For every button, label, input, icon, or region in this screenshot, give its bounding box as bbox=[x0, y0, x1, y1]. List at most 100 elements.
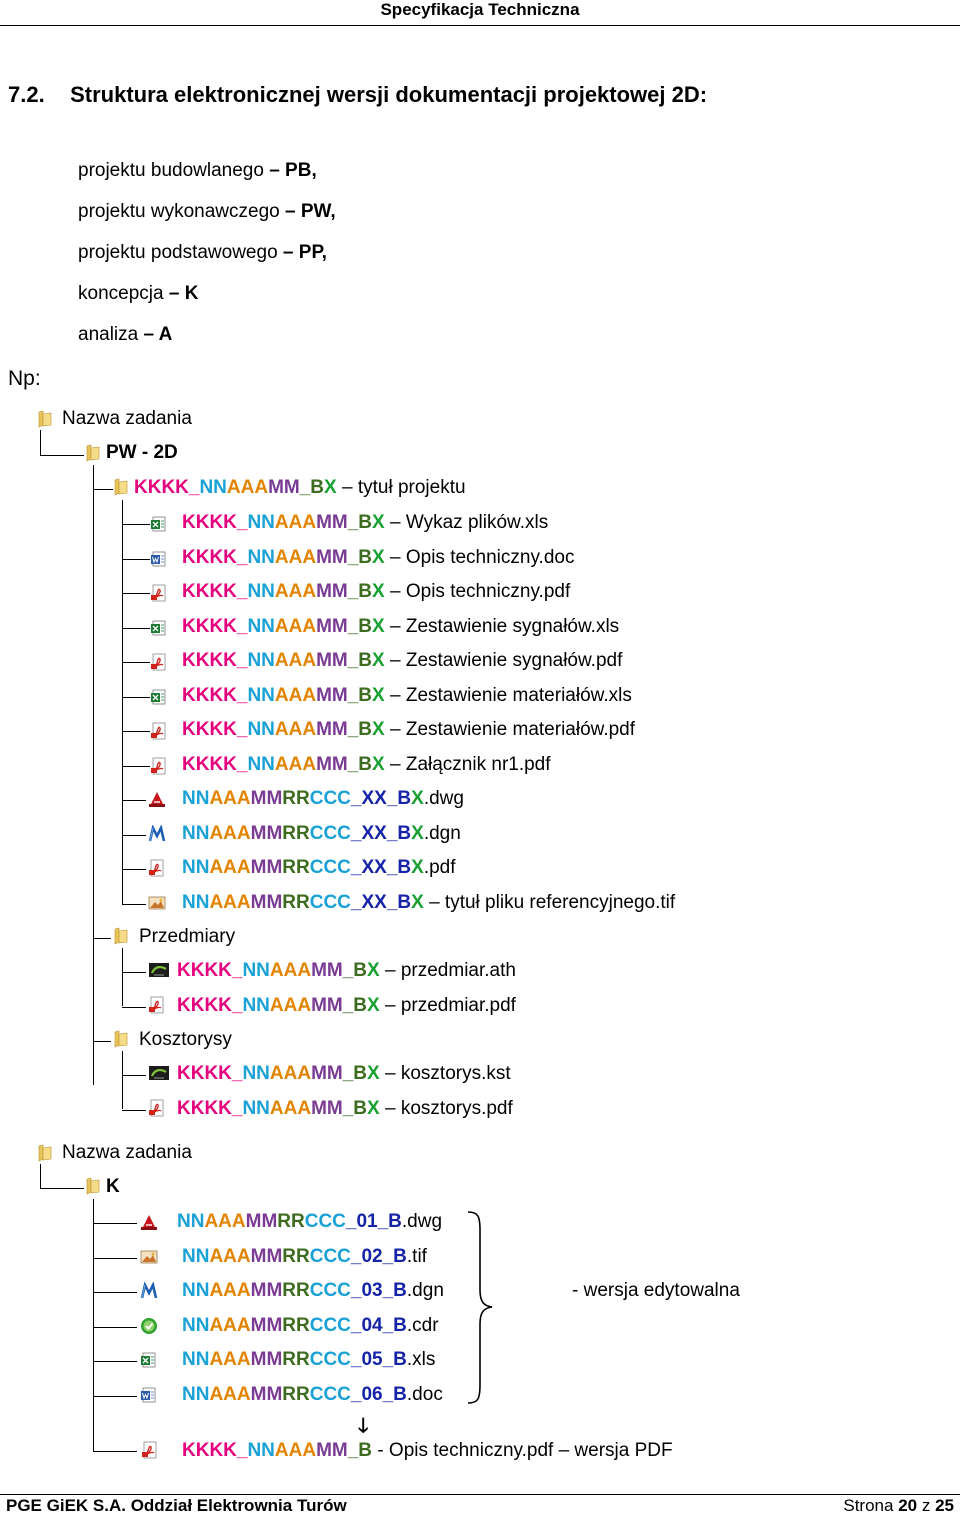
code-segment: _XX bbox=[350, 891, 387, 913]
code-segment: MM bbox=[250, 1245, 283, 1267]
word-icon bbox=[140, 1386, 158, 1404]
code-segment: _B bbox=[347, 546, 373, 568]
editable-file-item: NNAAAMMRRCCC_02_B.tif bbox=[182, 1245, 427, 1267]
project-file-item: KKKK_NNAAAMM_BX – Zestawienie sygnałów.x… bbox=[182, 615, 620, 637]
code-segment: AAA bbox=[209, 822, 251, 844]
code-segment: MM bbox=[316, 650, 348, 671]
code-segment: AAA bbox=[209, 1314, 251, 1336]
code-segment: X bbox=[372, 512, 385, 533]
drawing-file-item: NNAAAMMRRCCC_XX_BX.dwg bbox=[182, 788, 464, 809]
code-segment: AAA bbox=[209, 891, 251, 913]
code-segment: MM bbox=[311, 960, 343, 981]
code-segment: NN bbox=[247, 1440, 275, 1461]
code-segment: _B bbox=[347, 719, 373, 740]
code-segment: NN bbox=[247, 512, 275, 533]
code-segment: MM bbox=[316, 684, 348, 706]
code-segment: X bbox=[411, 788, 424, 809]
header-divider bbox=[0, 25, 960, 26]
code-segment: MM bbox=[250, 1314, 283, 1336]
code-segment: AAA bbox=[269, 1097, 312, 1119]
editable-file-item: NNAAAMMRRCCC_03_B.dgn bbox=[182, 1280, 444, 1301]
code-segment: KKKK_ bbox=[177, 1063, 243, 1084]
code-segment: _B bbox=[382, 1349, 407, 1370]
code-segment: NN bbox=[177, 1211, 205, 1232]
code-segment: CCC bbox=[309, 1280, 351, 1301]
code-segment: RR bbox=[277, 1211, 305, 1232]
code-segment: MM bbox=[311, 1063, 343, 1084]
code-segment: _B bbox=[342, 1097, 368, 1119]
code-segment: X bbox=[372, 719, 385, 740]
code-segment: _XX bbox=[350, 788, 387, 809]
norma-icon bbox=[148, 961, 170, 979]
code-segment: _B bbox=[382, 1314, 407, 1336]
code-segment: KKKK_ bbox=[182, 684, 248, 706]
folder-icon bbox=[112, 478, 130, 496]
przedmiar-file-item: KKKK_NNAAAMM_BX – przedmiar.ath bbox=[177, 960, 516, 981]
editable-file-item: NNAAAMMRRCCC_04_B.cdr bbox=[182, 1314, 439, 1336]
microstation-icon bbox=[140, 1281, 158, 1300]
code-segment: MM bbox=[316, 546, 348, 568]
tree-connector bbox=[93, 465, 94, 1085]
code-segment: _B bbox=[386, 788, 412, 809]
project-file-item: KKKK_NNAAAMM_BX – Załącznik nr1.pdf bbox=[182, 753, 551, 775]
code-segment: AAA bbox=[274, 650, 317, 671]
code-segment: _B bbox=[386, 891, 412, 913]
project-file-item: KKKK_NNAAAMM_BX – Wykaz plików.xls bbox=[182, 512, 549, 533]
code-segment: NN bbox=[247, 546, 275, 568]
code-segment: KKKK_ bbox=[182, 1440, 248, 1461]
tree-connector bbox=[122, 524, 150, 525]
code-segment: NN bbox=[247, 615, 275, 637]
code-segment: MM bbox=[250, 1349, 283, 1370]
document-type-code: – PW, bbox=[285, 201, 336, 222]
code-segment: CCC bbox=[309, 1383, 351, 1405]
section-title: 7.2. Struktura elektronicznej wersji dok… bbox=[8, 80, 707, 110]
code-segment: KKKK_ bbox=[182, 650, 248, 671]
document-type-item: projektu budowlanego – PB, bbox=[78, 159, 317, 183]
project-file-item: KKKK_NNAAAMM_BX – Zestawienie materiałów… bbox=[182, 719, 636, 740]
autocad-icon bbox=[148, 790, 166, 808]
tree-connector bbox=[40, 1188, 84, 1189]
code-segment: NN bbox=[182, 788, 210, 809]
code-segment: NN bbox=[199, 477, 227, 498]
code-segment: NN bbox=[242, 994, 270, 1016]
document-type-label: analiza bbox=[78, 324, 144, 345]
code-segment: CCC bbox=[309, 857, 351, 878]
code-segment: X bbox=[367, 960, 380, 981]
footer-divider bbox=[0, 1494, 960, 1495]
code-segment: AAA bbox=[209, 1349, 251, 1370]
word-icon bbox=[150, 550, 168, 568]
project-file-item: KKKK_NNAAAMM_BX – Zestawienie materiałów… bbox=[182, 684, 632, 706]
tree-connector bbox=[40, 455, 84, 456]
code-segment: CCC bbox=[309, 1245, 351, 1267]
tree-connector bbox=[93, 1041, 111, 1042]
code-segment: _B bbox=[347, 650, 373, 671]
drawing-file-item: NNAAAMMRRCCC_XX_BX.pdf bbox=[182, 857, 456, 878]
code-segment: _B bbox=[347, 753, 373, 775]
code-segment: AAA bbox=[204, 1211, 246, 1232]
code-segment: AAA bbox=[274, 581, 317, 602]
code-segment: AAA bbox=[209, 788, 251, 809]
code-segment: KKKK_ bbox=[182, 753, 248, 775]
code-segment: KKKK_ bbox=[177, 960, 243, 981]
code-segment: _XX bbox=[350, 857, 387, 878]
code-segment: _B bbox=[299, 477, 325, 498]
tree-connector bbox=[93, 1361, 137, 1362]
code-segment: MM bbox=[250, 891, 283, 913]
image-icon bbox=[148, 894, 166, 912]
code-segment: _B bbox=[347, 615, 373, 637]
code-segment: MM bbox=[316, 1440, 348, 1461]
code-segment: MM bbox=[268, 477, 300, 498]
folder-icon bbox=[112, 1030, 130, 1048]
code-segment: RR bbox=[282, 1349, 310, 1370]
code-segment: NN bbox=[182, 1280, 210, 1301]
pdf-icon bbox=[148, 859, 166, 877]
pdf-icon bbox=[148, 996, 166, 1014]
code-segment: _B bbox=[342, 960, 368, 981]
tree-connector bbox=[122, 972, 146, 973]
tree-connector bbox=[122, 558, 150, 560]
document-type-code: – A bbox=[143, 324, 173, 345]
code-segment: X bbox=[324, 477, 337, 498]
tree-connector bbox=[40, 1164, 41, 1189]
code-segment: X bbox=[372, 684, 385, 706]
code-segment: NN bbox=[182, 1383, 210, 1405]
